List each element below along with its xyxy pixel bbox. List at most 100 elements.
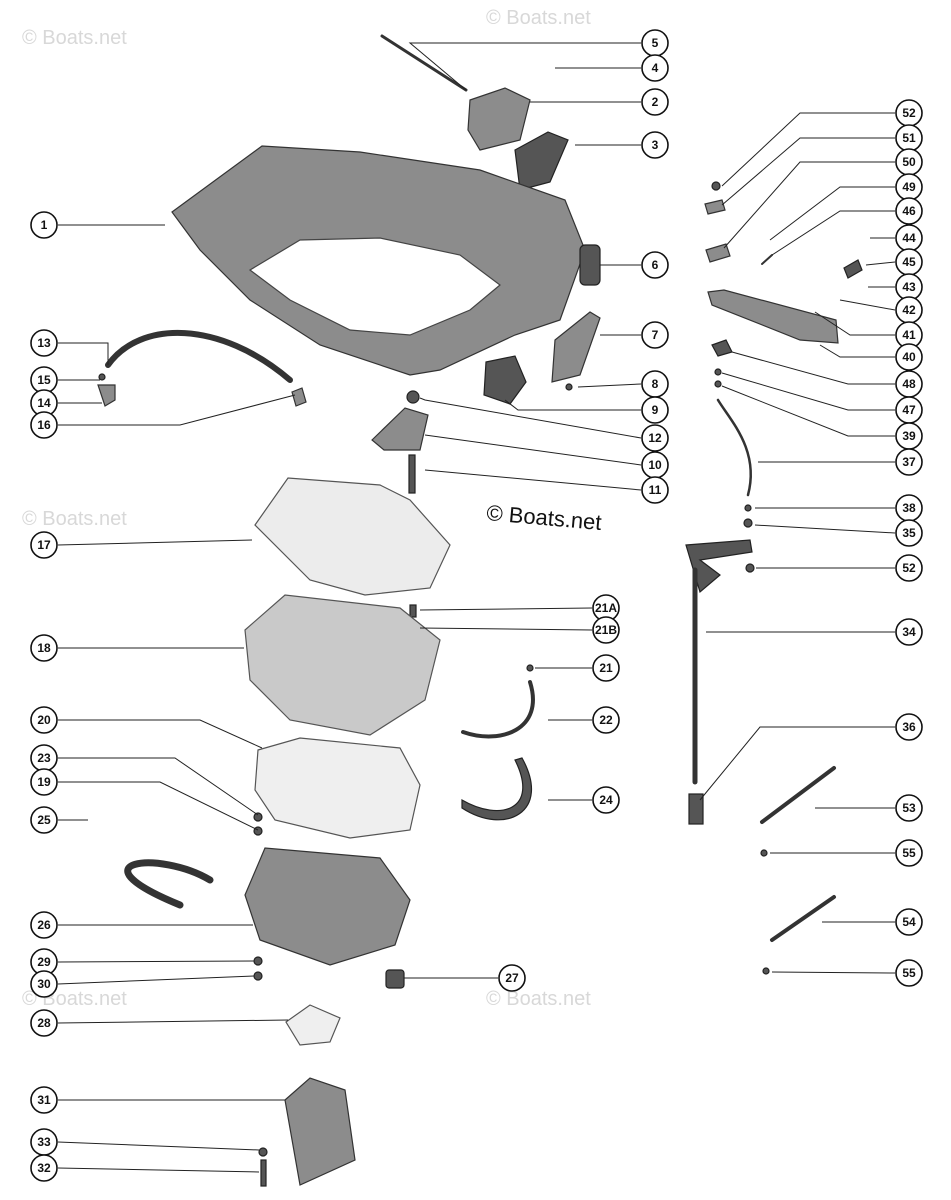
part-14-elbow (97, 384, 116, 407)
part-55-screw-bottom (762, 967, 770, 975)
callout-18: 18 (30, 634, 244, 662)
callout-52: 52 (721, 99, 923, 187)
callout-43: 43 (868, 273, 923, 301)
callout-circle (30, 1154, 58, 1182)
callout-label: 52 (902, 561, 916, 575)
callout-29: 29 (30, 948, 255, 976)
callout-32: 32 (30, 1154, 260, 1182)
callout-circle (895, 197, 923, 225)
callout-label: 34 (902, 625, 916, 639)
callout-label: 1 (41, 218, 48, 232)
part-35-bushing (743, 518, 753, 528)
part-53-link (760, 766, 836, 824)
callout-label: 43 (902, 280, 916, 294)
callout-circle (30, 634, 58, 662)
part-22-gasket (254, 737, 421, 839)
callout-label: 55 (902, 966, 916, 980)
callout-46: 46 (771, 197, 923, 256)
callout-label: 25 (37, 813, 51, 827)
part-38-washer (744, 504, 752, 512)
callout-label: 37 (902, 455, 916, 469)
part-52-nut-bottom (745, 563, 755, 573)
callout-circle (895, 519, 923, 547)
callout-52: 52 (756, 554, 923, 582)
callout-label: 7 (652, 328, 659, 342)
callout-circle (895, 839, 923, 867)
callout-circle (30, 329, 58, 357)
callout-30: 30 (30, 970, 255, 998)
leader-line (57, 960, 255, 963)
leader-line (721, 137, 895, 206)
part-2-bracket (467, 87, 531, 151)
callout-label: 31 (37, 1093, 51, 1107)
callout-39: 39 (721, 385, 923, 450)
part-7-plate (551, 311, 601, 383)
callout-circle (30, 768, 58, 796)
callout-21a: 21A (419, 594, 620, 622)
leader-line (419, 627, 593, 631)
callout-label: 11 (649, 483, 662, 497)
watermark-top-left: © Boats.net (22, 27, 127, 49)
callout-10: 10 (424, 434, 669, 479)
part-48-cam (711, 339, 733, 357)
part-32-bolt (260, 1159, 267, 1187)
callout-label: 2 (652, 95, 659, 109)
callout-circle (895, 618, 923, 646)
callout-40: 40 (819, 343, 923, 371)
callout-circle (592, 654, 620, 682)
callout-26: 26 (30, 911, 253, 939)
part-21a-bolt (409, 604, 417, 618)
part-9-block (483, 355, 527, 405)
callout-3: 3 (575, 131, 669, 159)
part-52-nut-top (711, 181, 721, 191)
callout-label: 17 (37, 538, 51, 552)
callout-34: 34 (706, 618, 923, 646)
callout-label: 36 (902, 720, 916, 734)
leader-line (771, 210, 895, 256)
callout-label: 23 (37, 751, 51, 765)
callout-15: 15 (30, 366, 100, 394)
part-33-washer (258, 1147, 268, 1157)
callout-circle (592, 786, 620, 814)
callout-label: 29 (37, 955, 51, 969)
callout-circle (641, 396, 669, 424)
callout-label: 42 (902, 303, 916, 317)
callout-28: 28 (30, 1009, 289, 1037)
callout-1: 1 (30, 211, 165, 239)
callout-circle (30, 531, 58, 559)
callout-55: 55 (770, 839, 923, 867)
callout-label: 22 (599, 713, 613, 727)
callout-label: 30 (37, 977, 51, 991)
part-27-bushing (385, 969, 405, 989)
leader-line (57, 975, 255, 985)
callout-14: 14 (30, 389, 102, 417)
callout-label: 46 (902, 204, 916, 218)
callout-42: 42 (839, 296, 923, 324)
callout-circle (641, 476, 669, 504)
leader-line (424, 434, 642, 466)
callout-label: 52 (902, 106, 916, 120)
leader-line (769, 186, 895, 241)
callout-25: 25 (30, 806, 88, 834)
callout-54: 54 (822, 908, 923, 936)
part-18-housing (244, 594, 441, 736)
callout-label: 54 (902, 915, 916, 929)
part-17-gasket (254, 477, 451, 596)
callout-circle (30, 911, 58, 939)
callout-label: 49 (902, 180, 916, 194)
leader-line (424, 469, 642, 491)
callout-7: 7 (600, 321, 669, 349)
part-30-nut (253, 971, 263, 981)
leader-line (577, 383, 642, 388)
part-6-clip (579, 244, 601, 286)
callout-35: 35 (754, 519, 923, 547)
callout-33: 33 (30, 1128, 260, 1156)
callout-label: 55 (902, 846, 916, 860)
callout-label: 26 (37, 918, 51, 932)
callout-circle (30, 1009, 58, 1037)
part-25-hose (124, 859, 214, 909)
leader-line (721, 372, 895, 411)
callout-45: 45 (865, 248, 923, 276)
callout-label: 3 (652, 138, 659, 152)
callout-label: 47 (902, 403, 916, 417)
